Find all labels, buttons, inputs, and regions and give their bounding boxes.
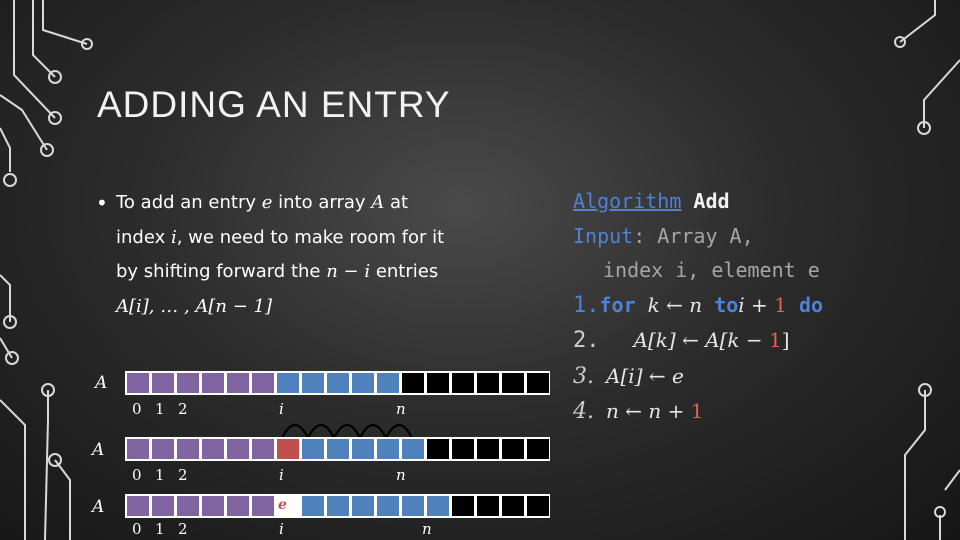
array-cell (177, 439, 199, 459)
array-cell (277, 439, 299, 459)
array-cell (152, 373, 174, 393)
array-cell (327, 373, 349, 393)
array-cell (302, 439, 324, 459)
bullet-line-3: by shifting forward the n − i entries (116, 261, 439, 282)
array-cell (252, 439, 274, 459)
array-1-index-n: n (396, 400, 406, 418)
array-3-index-i: i (279, 520, 284, 538)
array-1-index-1: 1 (155, 400, 165, 418)
array-cell (227, 439, 249, 459)
array-cell (227, 373, 249, 393)
array-cell (152, 496, 174, 516)
new-entry-e-label: e (278, 497, 287, 513)
array-cell (252, 373, 274, 393)
array-cell (252, 496, 274, 516)
array-3-index-2: 2 (178, 520, 188, 538)
bullet-line-2: index i, we need to make room for it (116, 226, 445, 248)
array-cell (502, 496, 524, 516)
array-cell (127, 439, 149, 459)
array-1-index-2: 2 (178, 400, 188, 418)
array-cell (227, 496, 249, 516)
array-3-index-1: 1 (155, 520, 165, 538)
array-1-index-i: i (279, 400, 284, 418)
array-2 (125, 437, 550, 461)
algorithm-block: Algorithm Add Input: Array A, index i, e… (573, 184, 823, 430)
array-cell (477, 439, 499, 459)
array-cell (452, 439, 474, 459)
array-2-index-1: 1 (155, 466, 165, 484)
array-cell (277, 373, 299, 393)
array-cell (502, 373, 524, 393)
array-3-index-n: n (422, 520, 432, 538)
array-3-index-0: 0 (132, 520, 142, 538)
array-cell (202, 373, 224, 393)
array-1-label: A (95, 373, 108, 393)
array-cell (477, 373, 499, 393)
algorithm-step-4: 4. n ← n + 1 (573, 399, 704, 424)
array-cell (402, 373, 424, 393)
array-cell (452, 373, 474, 393)
array-3 (125, 494, 550, 518)
array-cell (427, 496, 449, 516)
array-cell (327, 439, 349, 459)
algorithm-step-2: 2. A[k] ← A[k − 1] (573, 328, 790, 353)
array-cell-new-entry (277, 496, 299, 516)
array-1-index-0: 0 (132, 400, 142, 418)
algorithm-step-1: 1.for k ← n toi + 1 do (573, 292, 824, 318)
array-2-index-n: n (396, 466, 406, 484)
array-cell (152, 439, 174, 459)
algorithm-header: Algorithm Add (573, 189, 730, 213)
array-1 (125, 371, 550, 395)
array-cell (452, 496, 474, 516)
bullet-line-1: To add an entry e into array A at (116, 192, 409, 213)
bullet-dot: • (96, 191, 108, 215)
array-cell (427, 373, 449, 393)
array-cell (327, 496, 349, 516)
bullet-line-4: A[i], … , A[n − 1] (116, 295, 273, 317)
array-cell (502, 439, 524, 459)
array-cell (177, 496, 199, 516)
array-cell (527, 439, 549, 459)
array-cell (377, 373, 399, 393)
array-cell (302, 373, 324, 393)
array-cell (402, 496, 424, 516)
array-cell (302, 496, 324, 516)
array-cell (527, 496, 549, 516)
array-cell (402, 439, 424, 459)
array-2-index-0: 0 (132, 466, 142, 484)
array-3-label: A (92, 497, 105, 517)
array-cell (427, 439, 449, 459)
array-cell (477, 496, 499, 516)
array-cell (377, 496, 399, 516)
array-cell (352, 496, 374, 516)
algorithm-input-2: index i, element e (603, 258, 820, 282)
slide-title: ADDING AN ENTRY (97, 84, 451, 125)
array-cell (177, 373, 199, 393)
array-cell (377, 439, 399, 459)
algorithm-step-3: 3. A[i] ← e (573, 363, 684, 389)
array-cell (352, 373, 374, 393)
array-cell (202, 496, 224, 516)
shift-arrows (281, 423, 413, 439)
array-2-index-i: i (279, 466, 284, 484)
array-2-index-2: 2 (178, 466, 188, 484)
array-2-label: A (92, 440, 105, 460)
array-cell (202, 439, 224, 459)
algorithm-input: Input: Array A, (573, 223, 754, 248)
array-cell (527, 373, 549, 393)
array-cell (127, 373, 149, 393)
array-cell (352, 439, 374, 459)
array-cell (127, 496, 149, 516)
